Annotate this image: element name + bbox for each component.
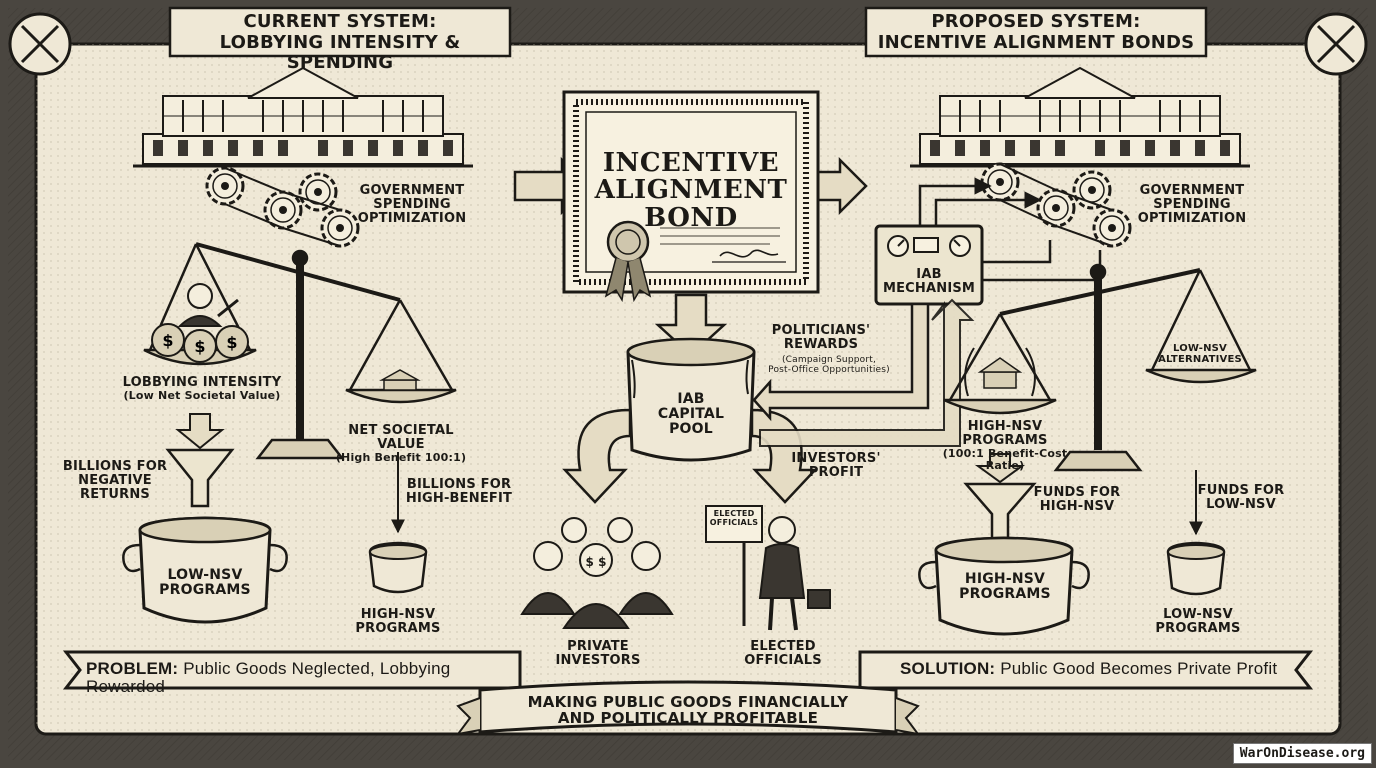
- lobbyist-figure-icon: [177, 283, 239, 327]
- laurel-building-icon: [964, 347, 1036, 397]
- problem-banner: PROBLEM: Public Goods Neglected, Lobbyin…: [86, 659, 518, 697]
- header-left: CURRENT SYSTEM: LOBBYING INTENSITY & SPE…: [170, 11, 510, 74]
- politicians-rewards-sub: (Campaign Support,Post-Office Opportunit…: [768, 355, 890, 375]
- header-right: PROPOSED SYSTEM: INCENTIVE ALIGNMENT BON…: [866, 11, 1206, 53]
- header-left-line-1: CURRENT SYSTEM:: [243, 11, 437, 32]
- gears-right: [980, 162, 1132, 248]
- svg-text:$ $: $ $: [586, 555, 607, 569]
- ribbon-right: [858, 650, 1314, 690]
- net-societal-value-label: NET SOCIETAL VALUE (High Benefit 100:1): [326, 423, 476, 465]
- watermark: WarOnDisease.org: [1232, 743, 1372, 764]
- briefcase-icon: [807, 589, 831, 609]
- header-plaque-left: [168, 6, 512, 58]
- arrow-down-funnel-left: [175, 413, 225, 450]
- bond-certificate: [562, 90, 820, 303]
- header-plaque-right: [864, 6, 1208, 58]
- high-nsv-programs-sub: (100:1 Benefit-Cost Ratie): [942, 447, 1068, 472]
- private-investors-icon: $ $: [520, 517, 674, 629]
- lobbying-intensity-label: LOBBYING INTENSITY (Low Net Societal Val…: [112, 375, 292, 403]
- politicians-rewards-label: POLITICIANS'REWARDS: [771, 323, 871, 353]
- arrow-mechanism-to-pool: [752, 302, 930, 422]
- arrow-pool-to-investors: [562, 408, 632, 504]
- scale-right: [943, 263, 1257, 472]
- solution-head: SOLUTION:: [900, 659, 996, 678]
- bond-title: INCENTIVE ALIGNMENT BOND: [594, 148, 788, 233]
- capital-pool-pot: [626, 337, 756, 462]
- elected-officials-sign: [705, 505, 763, 543]
- pot-low-nsv-left: [122, 516, 288, 624]
- pot-low-nsv-right: [1166, 541, 1226, 596]
- svg-text:$: $: [162, 331, 173, 350]
- svg-text:$: $: [194, 337, 205, 356]
- problem-head: PROBLEM:: [86, 659, 179, 678]
- arrow-down-funnel-right: [974, 453, 1026, 484]
- ribbon-bottom: [455, 680, 921, 736]
- svg-text:$: $: [226, 333, 237, 352]
- investors-profit-label: INVESTORS'PROFIT: [791, 451, 881, 481]
- solution-text: Public Good Becomes Private Profit: [995, 659, 1278, 678]
- lobbying-intensity-sub: (Low Net Societal Value): [123, 389, 281, 403]
- ribbon-left: [62, 650, 522, 690]
- high-nsv-programs-label: HIGH-NSV PROGRAMS (100:1 Benefit-Cost Ra…: [930, 419, 1080, 472]
- elected-official-icon: [705, 505, 831, 631]
- pot-high-nsv-right: [918, 536, 1090, 636]
- header-right-line-2: INCENTIVE ALIGNMENT BONDS: [877, 31, 1195, 53]
- solution-banner: SOLUTION: Public Good Becomes Private Pr…: [900, 659, 1300, 678]
- arrow-out-of-bond: [816, 156, 868, 216]
- net-societal-value-sub: (High Benefit 100:1): [335, 451, 467, 465]
- money-bags-icon: $ $ $: [151, 323, 249, 363]
- header-right-line-1: PROPOSED SYSTEM:: [931, 11, 1141, 32]
- header-left-line-2: LOBBYING INTENSITY & SPENDING: [219, 31, 461, 74]
- iab-mechanism-box: [874, 224, 984, 306]
- funnel-icon: [165, 448, 235, 508]
- pot-high-nsv-left: [368, 541, 428, 594]
- small-building-icon: [379, 369, 421, 391]
- problem-text: Public Goods Neglected, Lobbying Rewarde…: [86, 659, 451, 697]
- gears-left: [205, 166, 360, 248]
